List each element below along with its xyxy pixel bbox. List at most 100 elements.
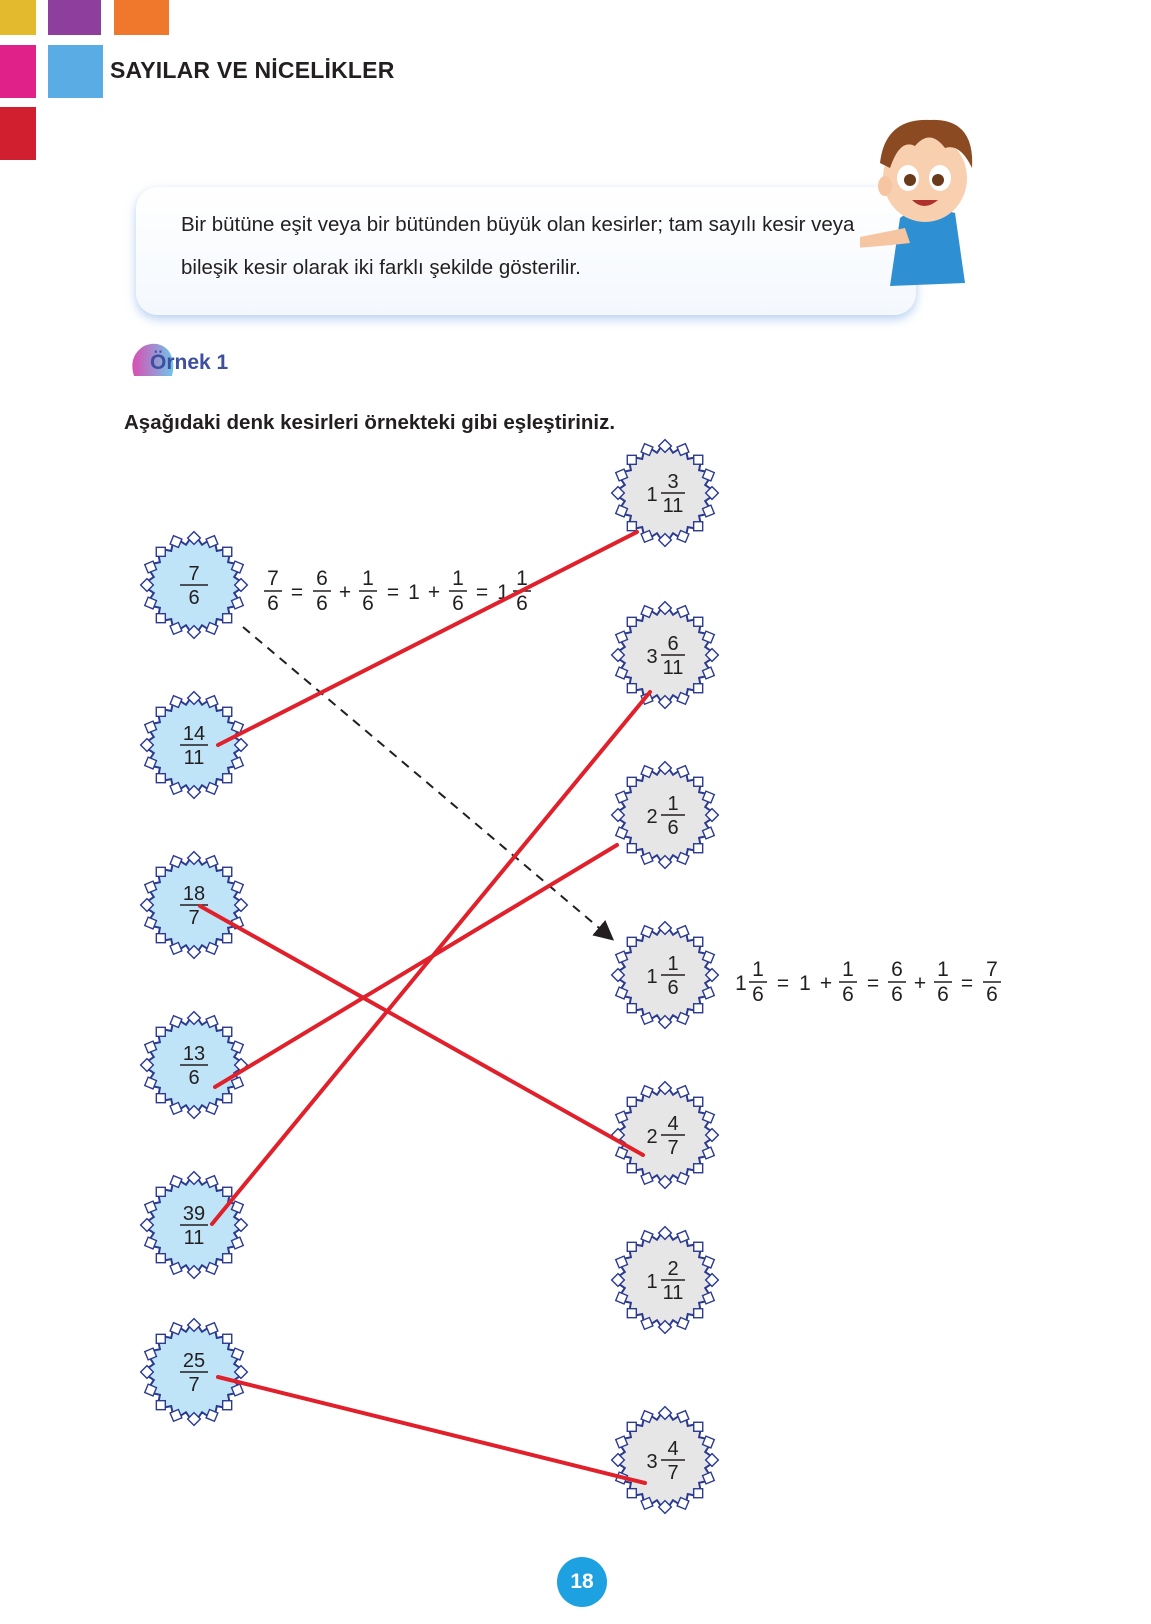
- fraction-numerator: 13: [183, 1043, 205, 1065]
- eq2-equals-1: =: [777, 972, 789, 995]
- info-text: Bir bütüne eşit veya bir bütünden büyük …: [181, 213, 855, 279]
- mixed-fraction-star-1-1-6: 116: [610, 920, 720, 1030]
- mixed-whole: 3: [646, 646, 657, 668]
- eq2-whole-1: 1: [735, 972, 747, 995]
- fraction-numerator: 1: [667, 793, 678, 815]
- eq1-whole-2: 1: [497, 581, 509, 604]
- fraction-numerator: 3: [667, 471, 678, 493]
- eq2-equals-3: =: [961, 972, 973, 995]
- mixed-whole: 2: [646, 806, 657, 828]
- eq1-frac3-den: 6: [362, 592, 374, 615]
- fraction-denominator: 7: [188, 1374, 199, 1396]
- fraction-denominator: 6: [188, 587, 199, 609]
- mixed-whole: 1: [646, 1271, 657, 1293]
- eq2-frac4-num: 1: [937, 958, 949, 981]
- color-square-red: [0, 107, 36, 160]
- eq1-plus-1: +: [339, 581, 351, 604]
- color-square-magenta: [0, 45, 36, 98]
- fraction-denominator: 7: [188, 907, 199, 929]
- fraction-numerator: 7: [188, 563, 199, 585]
- eq1-frac1-num: 7: [267, 567, 279, 590]
- page-number: 18: [557, 1557, 607, 1607]
- eq1-equals-3: =: [476, 581, 488, 604]
- eq1-frac5-num: 1: [516, 567, 528, 590]
- match-line-18-7: [198, 904, 645, 1157]
- fraction-denominator: 11: [184, 747, 205, 769]
- fraction-numerator: 2: [667, 1258, 678, 1280]
- eq2-frac3-num: 6: [891, 958, 903, 981]
- color-square-purple: [48, 0, 101, 35]
- section-title: SAYILAR VE NİCELİKLER: [110, 57, 395, 83]
- mixed-whole: 2: [646, 1126, 657, 1148]
- mixed-whole: 1: [646, 966, 657, 988]
- eq2-frac4-den: 6: [937, 983, 949, 1006]
- instruction-text: Aşağıdaki denk kesirleri örnekteki gibi …: [124, 411, 616, 434]
- fraction-denominator: 7: [667, 1137, 678, 1159]
- eq1-frac1-den: 6: [267, 592, 279, 615]
- eq1-frac5-den: 6: [516, 592, 528, 615]
- improper-fraction-star-18-7: 187: [139, 850, 249, 960]
- eq2-frac1-den: 6: [752, 983, 764, 1006]
- example-label: Örnek 1: [150, 351, 229, 374]
- eq2-frac2-den: 6: [842, 983, 854, 1006]
- fraction-denominator: 11: [663, 495, 684, 517]
- fraction-numerator: 4: [667, 1113, 678, 1135]
- match-line-14-11: [216, 530, 639, 747]
- eq1-frac2-num: 6: [316, 567, 328, 590]
- eq1-frac2-den: 6: [316, 592, 328, 615]
- eq1-frac3-num: 1: [362, 567, 374, 590]
- color-square-blue: [48, 45, 103, 98]
- eq2-plus-1: +: [820, 972, 832, 995]
- eq1-plus-2: +: [428, 581, 440, 604]
- info-box: Bir bütüne eşit veya bir bütünden büyük …: [136, 187, 916, 315]
- example-badge-icon: [132, 343, 174, 376]
- match-line-13-6: [213, 843, 619, 1089]
- fraction-denominator: 6: [667, 977, 678, 999]
- fraction-numerator: 39: [183, 1203, 205, 1225]
- match-line-39-11: [210, 690, 652, 1226]
- fraction-numerator: 14: [183, 723, 205, 745]
- example-dashed-arrow: [242, 626, 615, 941]
- fraction-denominator: 11: [184, 1227, 205, 1249]
- fraction-numerator: 1: [667, 953, 678, 975]
- improper-fraction-star-13-6: 136: [139, 1010, 249, 1120]
- fraction-numerator: 6: [667, 633, 678, 655]
- fraction-numerator: 4: [667, 1438, 678, 1460]
- match-line-25-7: [216, 1375, 647, 1485]
- eq2-frac1-num: 1: [752, 958, 764, 981]
- fraction-numerator: 25: [183, 1350, 205, 1372]
- eq1-frac4-den: 6: [452, 592, 464, 615]
- fraction-denominator: 11: [663, 1282, 684, 1304]
- eq2-plus-2: +: [914, 972, 926, 995]
- example-equation-mixed-to-improper: 1 1 6 = 1 + 1 6 = 6 6 + 1 6 = 7 6: [735, 958, 1001, 1006]
- mixed-fraction-star-2-4-7: 247: [610, 1080, 720, 1190]
- color-square-yellow: [0, 0, 36, 35]
- eq1-equals-1: =: [291, 581, 303, 604]
- mixed-fraction-star-3-4-7: 347: [610, 1405, 720, 1515]
- mixed-fraction-star-2-1-6: 216: [610, 760, 720, 870]
- eq1-equals-2: =: [387, 581, 399, 604]
- eq2-frac5-num: 7: [986, 958, 998, 981]
- mixed-whole: 1: [646, 484, 657, 506]
- eq2-equals-2: =: [867, 972, 879, 995]
- improper-fraction-star-7-6: 76: [139, 530, 249, 640]
- fraction-denominator: 6: [667, 817, 678, 839]
- color-square-orange: [114, 0, 169, 35]
- eq2-frac5-den: 6: [986, 983, 998, 1006]
- fraction-numerator: 18: [183, 883, 205, 905]
- eq2-frac2-num: 1: [842, 958, 854, 981]
- fraction-denominator: 7: [667, 1462, 678, 1484]
- eq2-whole-2: 1: [799, 972, 811, 995]
- example-equation-improper-to-mixed: 7 6 = 6 6 + 1 6 = 1 + 1 6 = 1 1 6: [264, 567, 531, 615]
- answer-lines: [198, 530, 652, 1485]
- eq2-frac3-den: 6: [891, 983, 903, 1006]
- eq1-whole-1: 1: [408, 581, 420, 604]
- fraction-denominator: 6: [188, 1067, 199, 1089]
- eq1-frac4-num: 1: [452, 567, 464, 590]
